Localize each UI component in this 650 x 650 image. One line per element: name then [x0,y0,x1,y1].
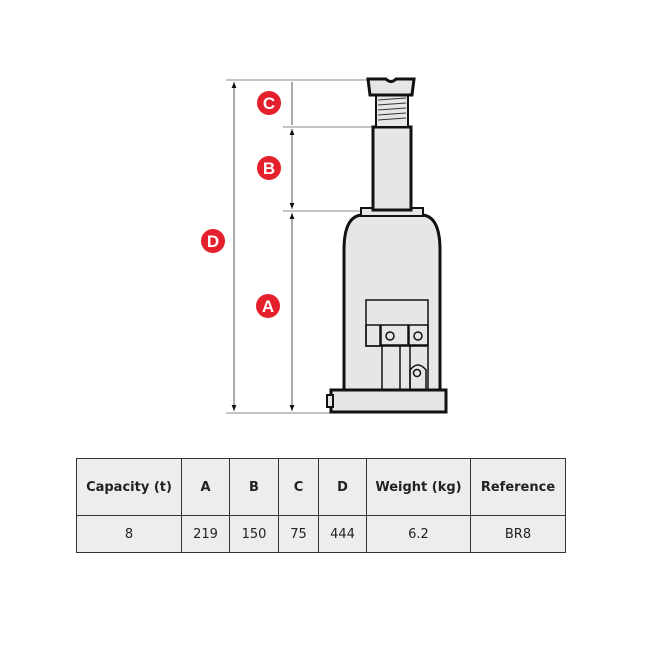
jack-saddle [366,77,416,97]
header-weight: Weight (kg) [366,458,471,516]
label-d: D [207,232,219,251]
jack [326,77,448,414]
label-c: C [263,94,275,113]
extension-lines [226,79,374,414]
dimension-lines [231,82,295,411]
pump-mechanism [365,299,429,390]
jack-base [329,388,448,414]
label-b: B [263,159,275,178]
label-b-badge: B [255,154,283,182]
jack-ram [371,125,413,212]
label-d-badge: D [199,227,227,255]
header-a: A [181,458,230,516]
table-row: 8 219 150 75 444 6.2 BR8 [76,515,566,553]
header-c: C [278,458,319,516]
label-a-badge: A [254,292,282,320]
cell-b: 150 [229,515,279,553]
cell-c: 75 [278,515,319,553]
cell-a: 219 [181,515,230,553]
label-a: A [262,297,274,316]
cell-capacity: 8 [76,515,182,553]
bottle-jack-diagram: C B D A [199,77,448,414]
specs-table: Capacity (t) A B C D Weight (kg) Referen… [76,458,566,553]
cell-d: 444 [318,515,367,553]
header-d: D [318,458,367,516]
jack-body [342,213,442,392]
header-capacity: Capacity (t) [76,458,182,516]
header-b: B [229,458,279,516]
table-header-row: Capacity (t) A B C D Weight (kg) Referen… [76,458,566,516]
label-c-badge: C [255,89,283,117]
header-reference: Reference [470,458,566,516]
cell-weight: 6.2 [366,515,471,553]
cell-reference: BR8 [470,515,566,553]
